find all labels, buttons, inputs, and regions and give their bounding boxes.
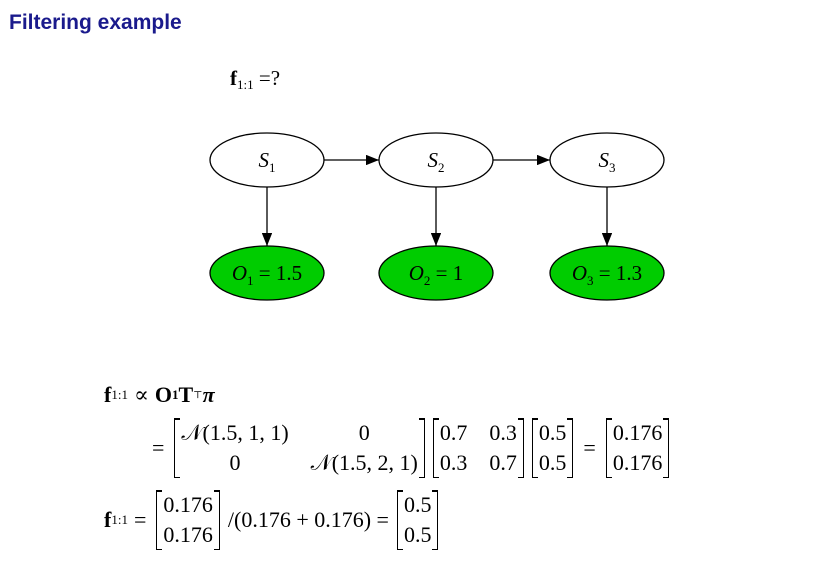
observation-label: O3 = 1.3 xyxy=(572,261,642,288)
state-label: S2 xyxy=(428,148,445,175)
slide-title: Filtering example xyxy=(9,11,182,34)
state-label: S3 xyxy=(599,148,616,175)
observation-label: O2 = 1 xyxy=(409,261,464,288)
state-label: S1 xyxy=(259,148,276,175)
observation-label: O1 = 1.5 xyxy=(232,261,302,288)
query: f1:1 =? xyxy=(230,66,281,92)
